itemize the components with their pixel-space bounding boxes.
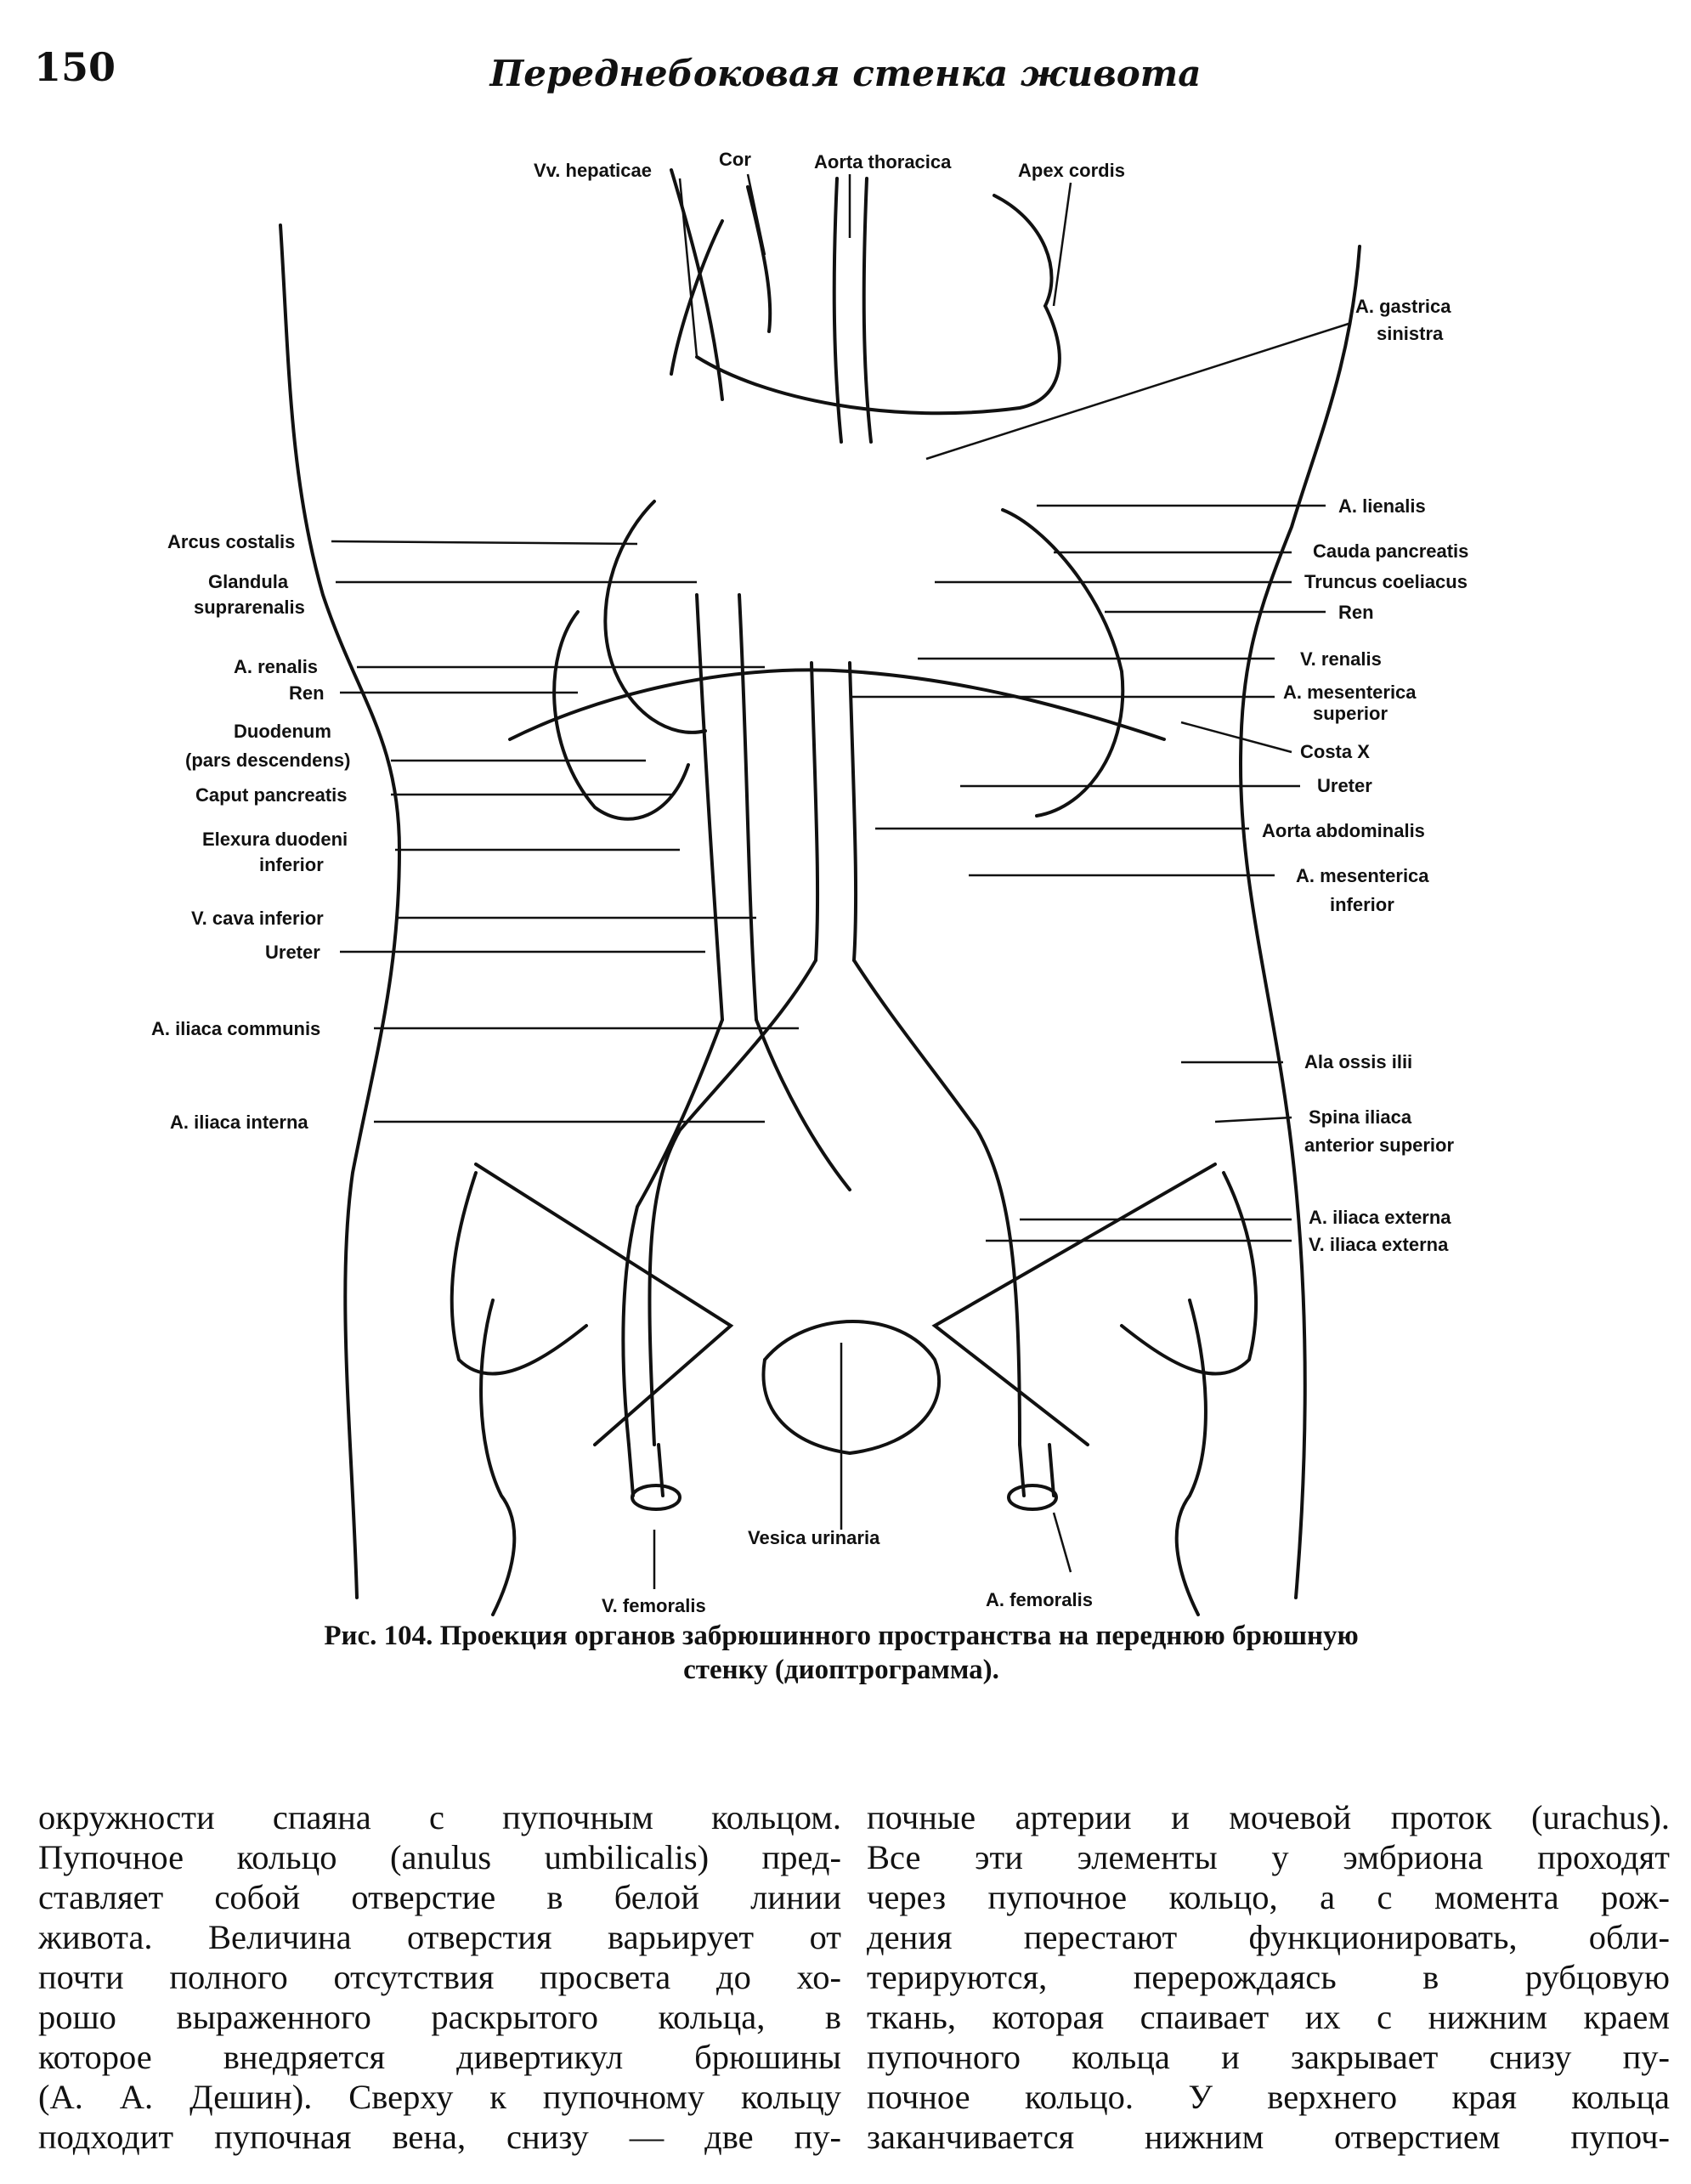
text-line: подходит пупочная вена, снизу — две пу- [38, 2118, 841, 2156]
label-v-renalis: V. renalis [1300, 648, 1382, 670]
text-column-right: почные артерии и мочевой проток (urachus… [867, 1797, 1670, 2157]
label-aorta-thoracica: Aorta thoracica [814, 151, 952, 173]
label-a-mesenterica-inferior-2: inferior [1330, 894, 1394, 915]
caption-line-1: Рис. 104. Проекция органов забрюшинного … [324, 1621, 1359, 1651]
label-a-gastrica-sinistra-1: A. gastrica [1355, 296, 1451, 317]
label-a-gastrica-sinistra-2: sinistra [1377, 323, 1444, 344]
figure-caption: Рис. 104. Проекция органов забрюшинного … [144, 1619, 1538, 1687]
label-a-renalis: A. renalis [234, 656, 318, 677]
label-v-femoralis: V. femoralis [602, 1595, 706, 1616]
label-glandula-suprarenalis-2: suprarenalis [194, 597, 305, 618]
label-ureter-right: Ureter [1317, 775, 1372, 796]
label-ren-right: Ren [1338, 602, 1374, 623]
label-cauda-pancreatis: Cauda pancreatis [1313, 540, 1468, 562]
label-cor: Cor [719, 149, 751, 170]
leader-lines [331, 173, 1352, 1589]
label-ureter-left: Ureter [265, 942, 320, 963]
text-line: рошо выраженного раскрытого кольца, в [38, 1998, 841, 2036]
caption-line-2: стенку (диоптрограмма). [683, 1655, 999, 1685]
label-arcus-costalis: Arcus costalis [167, 531, 295, 552]
label-ren-left: Ren [289, 682, 325, 704]
label-a-mesenterica-inferior-1: A. mesenterica [1296, 865, 1429, 886]
label-v-iliaca-externa: V. iliaca externa [1309, 1234, 1449, 1255]
text-line: Пупочное кольцо (anulus umbilicalis) пре… [38, 1838, 841, 1876]
text-line: почное кольцо. У верхнего края кольца [867, 2078, 1670, 2116]
label-v-cava-inferior: V. cava inferior [191, 908, 324, 929]
label-a-iliaca-communis: A. iliaca communis [151, 1018, 320, 1039]
text-line: пупочного кольца и закрывает снизу пу- [867, 2038, 1670, 2076]
text-line: через пупочное кольцо, а с момента рож- [867, 1878, 1670, 1916]
label-flexura-duodeni-2: inferior [259, 854, 324, 875]
label-spina-iliaca-2: anterior superior [1304, 1134, 1454, 1156]
figure-drawing [279, 168, 1361, 1616]
label-truncus-coeliacus: Truncus coeliacus [1304, 571, 1468, 592]
label-a-femoralis: A. femoralis [986, 1589, 1093, 1610]
label-apex-cordis: Apex cordis [1018, 160, 1125, 181]
text-line: ставляет собой отверстие в белой линии [38, 1878, 841, 1916]
label-a-iliaca-interna: A. iliaca interna [170, 1112, 308, 1133]
text-line: Все эти элементы у эмбриона проходят [867, 1838, 1670, 1876]
label-duodenum-1: Duodenum [234, 721, 331, 742]
page-number: 150 [34, 44, 116, 90]
text-line: терируются, перерождаясь в рубцовую [867, 1958, 1670, 1996]
label-a-mesenterica-superior-2: superior [1313, 703, 1388, 724]
text-line: которое внедряется дивертикул брюшины [38, 2038, 841, 2076]
text-column-left: окружности спаяна с пупочным кольцом. Пу… [38, 1797, 841, 2157]
label-glandula-suprarenalis-1: Glandula [208, 571, 289, 592]
label-vv-hepaticae: Vv. hepaticae [534, 160, 652, 181]
label-vesica-urinaria: Vesica urinaria [748, 1527, 880, 1548]
label-a-iliaca-externa: A. iliaca externa [1309, 1207, 1451, 1228]
label-caput-pancreatis: Caput pancreatis [195, 784, 348, 806]
text-line: почные артерии и мочевой проток (urachus… [867, 1798, 1670, 1836]
text-line: дения перестают функционировать, обли- [867, 1918, 1670, 1956]
label-flexura-duodeni-1: Elexura duodeni [202, 829, 348, 850]
text-line: (А. А. Дешин). Сверху к пупочному кольцу [38, 2078, 841, 2116]
text-line: окружности спаяна с пупочным кольцом. [38, 1798, 841, 1836]
label-duodenum-2: (pars descendens) [185, 750, 350, 771]
running-head: Переднебоковая стенка живота [489, 53, 1202, 94]
text-line: заканчивается нижним отверстием пупоч- [867, 2118, 1670, 2156]
label-costa-x: Costa X [1300, 741, 1370, 762]
label-ala-ossis-ilii: Ala ossis ilii [1304, 1051, 1412, 1072]
label-aorta-abdominalis: Aorta abdominalis [1262, 820, 1425, 841]
label-a-mesenterica-superior-1: A. mesenterica [1283, 682, 1417, 703]
label-a-lienalis: A. lienalis [1338, 495, 1426, 517]
label-spina-iliaca-1: Spina iliaca [1309, 1106, 1412, 1128]
text-line: почти полного отсутствия просвета до хо- [38, 1958, 841, 1996]
text-line: ткань, которая спаивает их с нижним крае… [867, 1998, 1670, 2036]
text-line: живота. Величина отверстия варьирует от [38, 1918, 841, 1956]
